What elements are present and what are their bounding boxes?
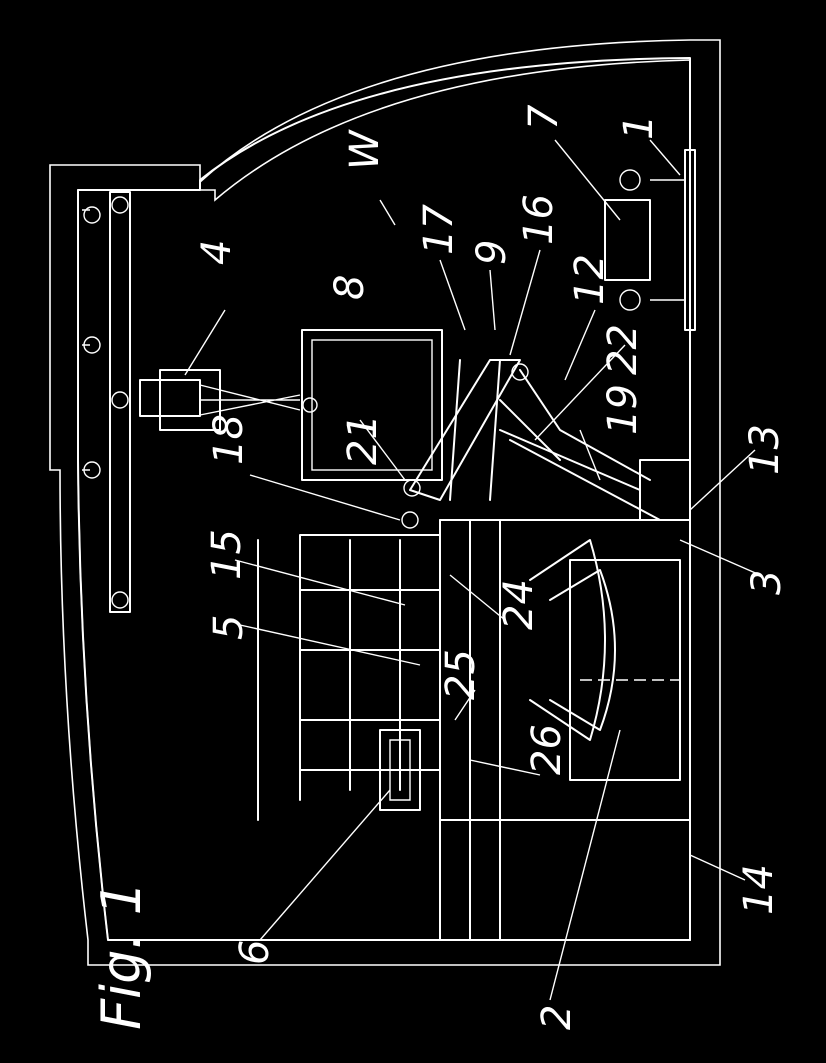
callout-w: W xyxy=(342,129,388,170)
callout-9: 9 xyxy=(469,240,515,265)
callout-6: 6 xyxy=(232,940,278,965)
callout-19: 19 xyxy=(600,384,646,435)
callout-2: 2 xyxy=(534,1005,580,1030)
tunnel-wall xyxy=(49,39,721,966)
callout-14: 14 xyxy=(736,864,782,915)
callout-1: 1 xyxy=(616,115,662,140)
callout-3: 3 xyxy=(744,570,790,595)
callout-22: 22 xyxy=(600,324,646,375)
callout-25: 25 xyxy=(438,649,484,700)
callout-8: 8 xyxy=(327,275,373,300)
callout-7: 7 xyxy=(521,104,567,130)
container-8 xyxy=(301,329,443,481)
hoist-trolley xyxy=(139,369,318,431)
boom-arm xyxy=(401,359,651,529)
overhead-rail xyxy=(82,191,131,613)
callout-5: 5 xyxy=(206,615,252,640)
rail-cart xyxy=(604,149,696,331)
machine-body xyxy=(439,519,691,941)
boom-support xyxy=(499,429,691,521)
callout-17: 17 xyxy=(416,204,462,255)
figure-label: Fig. 1 xyxy=(90,881,153,1030)
callout-18: 18 xyxy=(206,414,252,465)
callout-16: 16 xyxy=(516,194,562,245)
leader-lines xyxy=(184,139,761,1001)
callout-15: 15 xyxy=(204,529,250,580)
callout-24: 24 xyxy=(496,579,542,630)
callout-4: 4 xyxy=(194,240,240,265)
callout-21: 21 xyxy=(340,414,386,465)
callout-13: 13 xyxy=(742,424,788,475)
callout-12: 12 xyxy=(567,254,613,305)
callout-26: 26 xyxy=(524,724,570,775)
callouts: 1 7 W 4 8 17 9 16 12 22 19 21 18 13 15 5… xyxy=(90,104,790,1030)
platform-cage xyxy=(257,534,441,821)
